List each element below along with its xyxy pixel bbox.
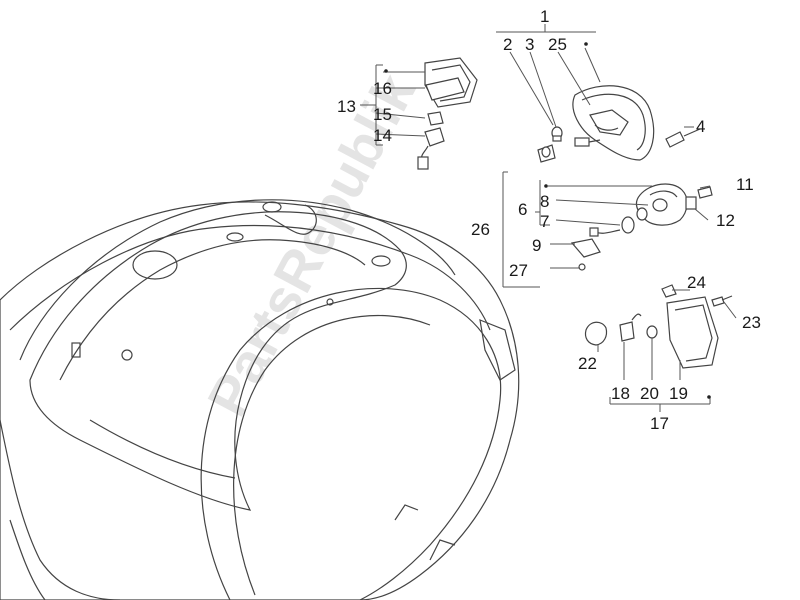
label-7: 7 — [540, 212, 549, 231]
bulb-3 — [551, 126, 563, 142]
label-18: 18 — [611, 384, 630, 403]
label-23: 23 — [742, 313, 761, 332]
taillight-assembly — [572, 85, 655, 161]
callout-labels: 1 2 3 25 4 13 16 15 14 6 8 7 26 9 27 11 … — [337, 7, 761, 433]
label-2: 2 — [503, 35, 512, 54]
reflector-assembly — [584, 284, 733, 369]
plate-light-assembly — [417, 57, 478, 170]
label-25: 25 — [548, 35, 567, 54]
turn-signal-assembly — [570, 183, 713, 271]
socket-2 — [537, 144, 556, 163]
label-13: 13 — [337, 97, 356, 116]
label-9: 9 — [532, 236, 541, 255]
label-20: 20 — [640, 384, 659, 403]
label-19: 19 — [669, 384, 688, 403]
label-17: 17 — [650, 414, 669, 433]
label-26: 26 — [471, 220, 490, 239]
label-24: 24 — [687, 273, 706, 292]
label-1: 1 — [540, 7, 549, 26]
rear-body-shell — [0, 199, 520, 600]
label-14: 14 — [373, 126, 392, 145]
label-4: 4 — [696, 117, 705, 136]
label-8: 8 — [540, 192, 549, 211]
label-15: 15 — [373, 105, 392, 124]
label-16: 16 — [373, 79, 392, 98]
label-3: 3 — [525, 35, 534, 54]
label-27: 27 — [509, 261, 528, 280]
label-22: 22 — [578, 354, 597, 373]
screw-4 — [665, 128, 701, 148]
leader-lines — [360, 24, 737, 412]
label-12: 12 — [716, 211, 735, 230]
bullet-dots — [384, 42, 711, 399]
label-6: 6 — [518, 200, 527, 219]
label-11: 11 — [736, 175, 754, 194]
